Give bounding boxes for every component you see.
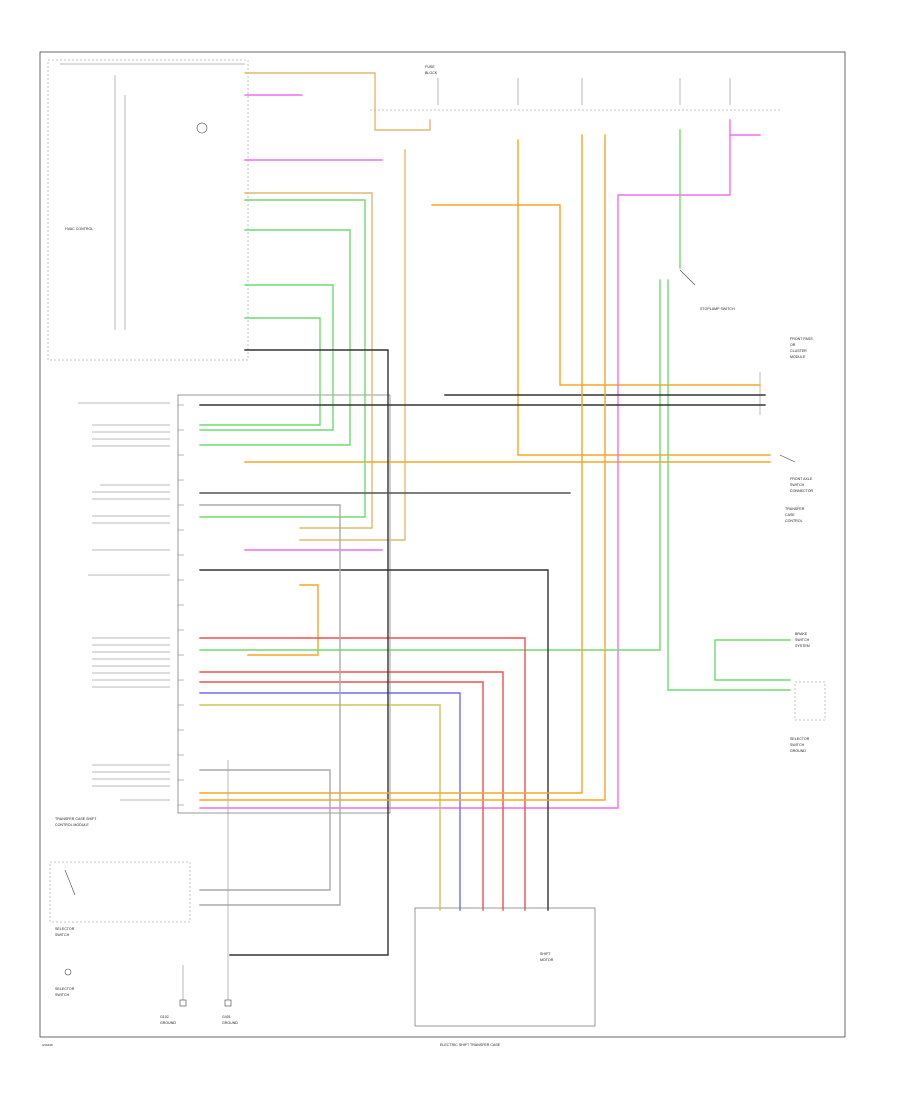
svg-text:BLOCK: BLOCK — [425, 71, 438, 75]
wire-red-2 — [199, 671, 504, 911]
wire-orange-top — [431, 204, 761, 386]
diagram-frame — [39, 51, 846, 1038]
svg-text:FRONT AXLE: FRONT AXLE — [790, 477, 813, 481]
right-module-a: FRONT AXLE SWITCH CONNECTOR — [779, 454, 813, 493]
wire-green-3 — [199, 317, 321, 426]
wire-dark-3 — [199, 569, 549, 911]
wire-green-4 — [199, 199, 366, 518]
wire-green-right — [199, 279, 661, 651]
svg-text:OR: OR — [790, 343, 796, 347]
shift-motor-label: ELECTRIC SHIFT TRANSFER CASE — [440, 1043, 501, 1047]
module-left-lower-2: CONTROL MODULE — [55, 823, 89, 827]
svg-text:MODULE: MODULE — [790, 355, 806, 359]
encoder-label-1: SHIFT — [540, 952, 551, 956]
ground-right: SELECTOR SWITCH GROUND — [790, 681, 826, 753]
wire-orange-v1 — [199, 134, 583, 794]
wire-green-1 — [199, 229, 351, 446]
stoplamp-label: STOPLAMP SWITCH — [700, 307, 735, 311]
relay-left-lower-1: SELECTOR — [55, 927, 75, 931]
svg-text:GROUND: GROUND — [222, 1021, 238, 1025]
wire-gray-2 — [199, 769, 331, 891]
fuse-block-top: FUSE BLOCK — [370, 65, 780, 111]
wire-red-3 — [199, 681, 484, 911]
wire-green-brake — [714, 639, 791, 681]
wire-olive — [199, 704, 441, 911]
module-left-lower-1: TRANSFER CASE SHIFT — [55, 817, 97, 821]
label-marks — [78, 402, 170, 801]
svg-text:SWITCH: SWITCH — [790, 743, 805, 747]
wire-tan-1 — [244, 72, 431, 131]
svg-text:G102: G102 — [160, 1015, 169, 1019]
hvac-control-label: HVAC CONTROL — [65, 227, 93, 231]
wire-tan-2 — [244, 192, 373, 529]
right-module-b: TRANSFER CASE CONTROL — [785, 507, 805, 523]
svg-text:CASE: CASE — [785, 513, 795, 517]
relay-left-lower2-1: SELECTOR — [55, 987, 75, 991]
svg-text:GROUND: GROUND — [790, 749, 806, 753]
wire-orange-v2 — [199, 134, 606, 801]
svg-text:G401: G401 — [222, 1015, 231, 1019]
transfer-case-module: TRANSFER CASE SHIFT CONTROL MODULE — [55, 394, 391, 827]
stoplamp-switch: STOPLAMP SWITCH — [679, 269, 735, 311]
wire-tan-3 — [299, 149, 406, 541]
selector-switch-lower: SELECTOR SWITCH SELECTOR SWITCH — [49, 861, 191, 997]
svg-text:CONNECTOR: CONNECTOR — [790, 489, 813, 493]
shift-motor-box: ELECTRIC SHIFT TRANSFER CASE SHIFT MOTOR — [414, 907, 596, 1047]
svg-text:SWITCH: SWITCH — [795, 638, 810, 642]
wire-blue — [199, 692, 461, 911]
wire-green-2 — [199, 284, 334, 431]
wires — [199, 72, 791, 956]
wire-dark-4 — [229, 349, 389, 956]
footer-code: G56498 — [42, 1043, 53, 1047]
wire-gray-1 — [199, 504, 341, 906]
wire-orange-loop — [247, 584, 319, 656]
svg-text:FUSE: FUSE — [425, 65, 435, 69]
right-module-c: BRAKE SWITCH SYSTEM — [795, 632, 810, 648]
svg-text:CONTROL: CONTROL — [785, 519, 803, 523]
svg-text:FRONT PASS.: FRONT PASS. — [790, 337, 814, 341]
relay-left-lower-2: SWITCH — [55, 933, 70, 937]
connector-pin-ticks — [178, 404, 184, 806]
encoder-label-2: MOTOR — [540, 958, 554, 962]
wire-red-1 — [199, 637, 526, 911]
wire-orange-mid — [517, 139, 771, 456]
svg-text:GROUND: GROUND — [160, 1021, 176, 1025]
svg-text:SELECTOR: SELECTOR — [790, 737, 810, 741]
svg-text:SYSTEM: SYSTEM — [795, 644, 810, 648]
hvac-control-box: HVAC CONTROL — [47, 59, 249, 361]
wire-green-low — [667, 279, 791, 691]
relay-left-lower2-2: SWITCH — [55, 993, 70, 997]
ground-a: G102 GROUND — [160, 965, 187, 1025]
right-module-top: FRONT PASS. OR CLUSTER MODULE — [759, 337, 814, 415]
wire-pink-long — [199, 119, 731, 809]
svg-text:TRANSFER: TRANSFER — [785, 507, 805, 511]
svg-text:BRAKE: BRAKE — [795, 632, 808, 636]
svg-text:SWITCH: SWITCH — [790, 483, 805, 487]
svg-text:CLUSTER: CLUSTER — [790, 349, 807, 353]
